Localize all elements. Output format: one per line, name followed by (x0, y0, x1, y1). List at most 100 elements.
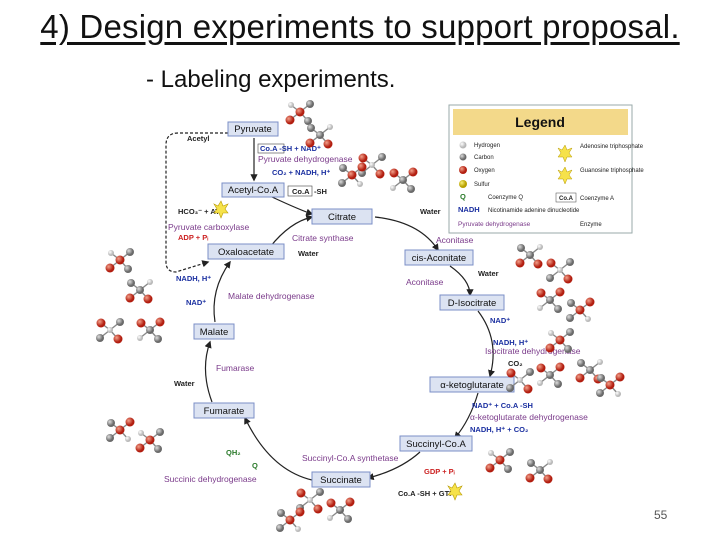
atom (124, 265, 132, 273)
arrow-aconitate-isocitrate (449, 265, 474, 297)
metabolite-citrate: Citrate (328, 212, 356, 223)
metabolite-oxaloacetate: Oxaloacetate (218, 247, 274, 258)
atom (585, 316, 591, 322)
atom (357, 162, 367, 172)
atom (586, 366, 594, 374)
atom (375, 169, 385, 179)
atom (546, 258, 556, 268)
legend-symbol-coa: Co.A (559, 196, 574, 202)
molecule-models (96, 100, 625, 532)
atom (585, 297, 595, 307)
atom (506, 368, 516, 378)
atom (536, 363, 546, 373)
atom (96, 318, 106, 328)
legend-item-atp: Adenosine triphosphate (580, 144, 644, 150)
atom (577, 359, 585, 367)
cycle-arrows (165, 132, 496, 481)
enzyme-akg-dehydrogenase: α-ketoglutarate dehydrogenase (470, 412, 588, 422)
cofactor-co2-idh: CO₂ (508, 359, 523, 368)
atom (347, 170, 357, 180)
cofactor-water-3: Water (478, 269, 499, 278)
atom (154, 445, 162, 453)
atom (408, 167, 418, 177)
atom (597, 374, 605, 382)
enzyme-pyruvate-carboxylase: Pyruvate carboxylase (168, 222, 250, 232)
cofactor-nadh-idh: NADH, H⁺ (493, 338, 528, 347)
cofactor-water-2: Water (420, 207, 441, 216)
metabolite-d-isocitrate: D-Isocitrate (448, 298, 497, 309)
metabolite-pyruvate: Pyruvate (234, 124, 272, 135)
atom (305, 138, 315, 148)
enzyme-labels: Pyruvate dehydrogenase Pyruvate carboxyl… (164, 154, 588, 484)
atom (506, 384, 514, 392)
atom (605, 380, 615, 390)
atom (345, 497, 355, 507)
slide-title: 4) Design experiments to support proposa… (40, 8, 680, 45)
atom (116, 318, 124, 326)
atom (127, 279, 135, 287)
enzyme-citrate-synthase: Citrate synthase (292, 233, 354, 243)
enzyme-aconitase-1: Aconitase (436, 235, 474, 245)
arrow-oaa-citrate (269, 214, 314, 248)
atom (154, 335, 162, 343)
atom (407, 185, 415, 193)
atom (596, 389, 604, 397)
enzyme-succinic-dehydrogenase: Succinic dehydrogenase (164, 474, 257, 484)
atom (108, 250, 114, 256)
metabolite-acetyl-coa: Acetyl-Co.A (228, 185, 279, 196)
metabolite-malate: Malate (200, 327, 229, 338)
atom (115, 255, 125, 265)
atom (295, 107, 305, 117)
atom (96, 334, 104, 342)
atom (338, 179, 346, 187)
atom (307, 497, 313, 503)
atom (295, 526, 301, 532)
atom (575, 373, 585, 383)
atom (135, 443, 145, 453)
atom (566, 328, 574, 336)
enzyme-malate-dehydrogenase: Malate dehydrogenase (228, 291, 315, 301)
atom (545, 343, 555, 353)
atom (358, 153, 368, 163)
atom (564, 345, 572, 353)
atom (107, 419, 115, 427)
atom (537, 380, 543, 386)
atom (316, 131, 324, 139)
atom (147, 279, 153, 285)
atom (506, 448, 514, 456)
atom (563, 274, 573, 284)
cofactor-nad-malate: NAD⁺ (186, 298, 206, 307)
legend-symbol-q: Q (460, 192, 466, 201)
atom (495, 455, 505, 465)
legend-item-coenzyme-a: Coenzyme A (580, 196, 614, 202)
cofactor-coa-sh: -SH (314, 187, 327, 196)
atom (575, 305, 585, 315)
atom (537, 305, 543, 311)
atom (525, 473, 535, 483)
atom (155, 317, 165, 327)
atom (557, 267, 563, 273)
enzyme-pyruvate-dehydrogenase: Pyruvate dehydrogenase (258, 154, 353, 164)
atom (125, 436, 131, 442)
atom (390, 185, 396, 191)
legend-item-coenzyme-q: Coenzyme Q (488, 195, 523, 201)
atom (323, 139, 333, 149)
atom (554, 380, 562, 388)
cofactor-water-1: Water (298, 249, 319, 258)
atom (517, 244, 525, 252)
legend-item-pdh: Pyruvate dehydrogenase (458, 221, 531, 228)
atom (533, 259, 543, 269)
atom (554, 305, 562, 313)
atom (107, 327, 113, 333)
cofactor-acetyl: Acetyl (187, 134, 210, 143)
legend-symbol-nadh: NADH (458, 205, 480, 214)
atom (527, 459, 535, 467)
atom (526, 368, 534, 376)
atom (537, 244, 543, 250)
arrow-akg-succinylcoa (454, 392, 479, 440)
atom (523, 384, 533, 394)
cofactor-nadh-malate: NADH, H⁺ (176, 274, 211, 283)
atom (304, 117, 312, 125)
atom (546, 296, 554, 304)
atom (126, 248, 134, 256)
